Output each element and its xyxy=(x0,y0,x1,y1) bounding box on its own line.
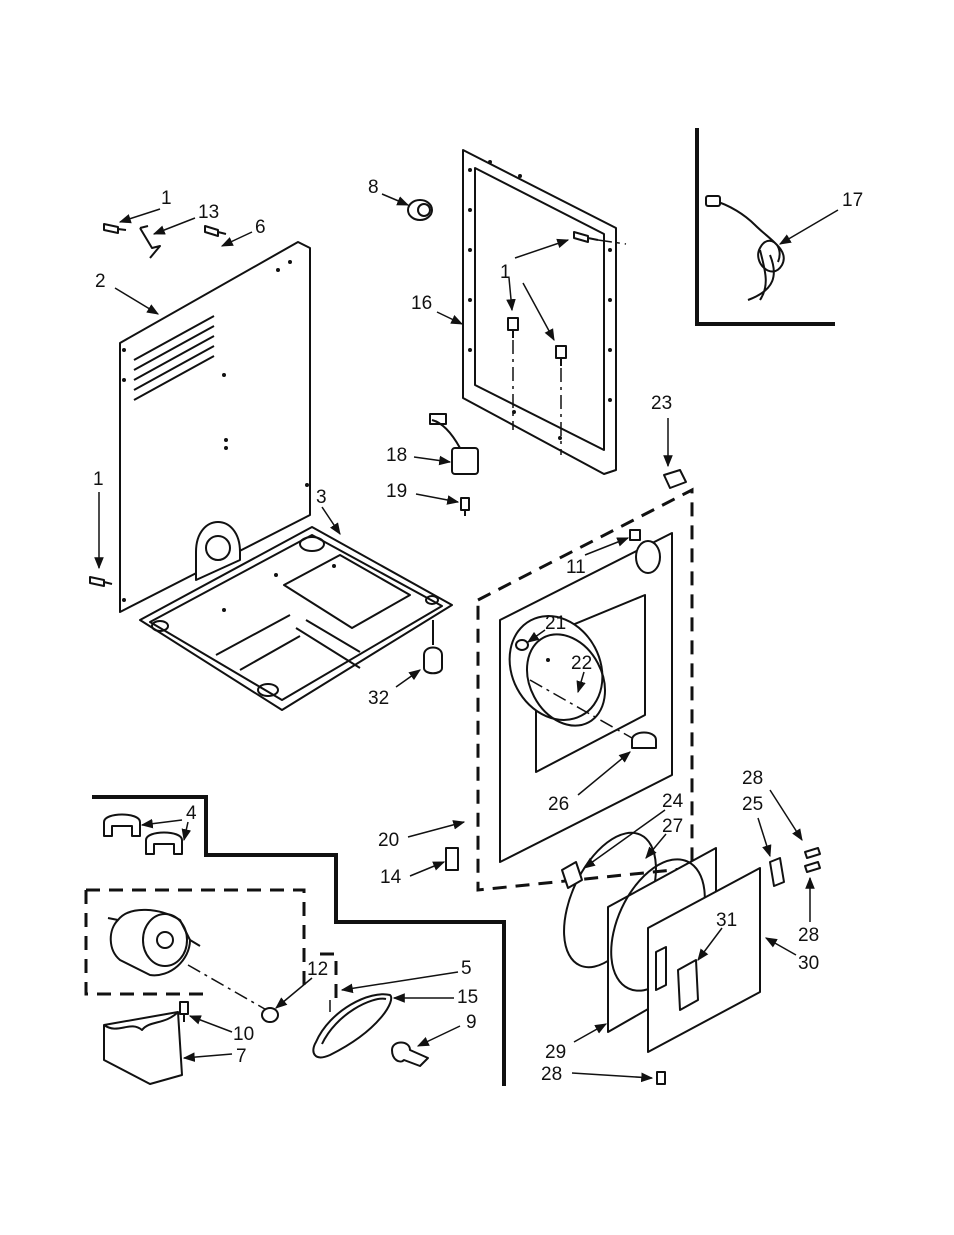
motor-clamps-4 xyxy=(104,815,182,855)
callout-14: 14 xyxy=(380,867,402,888)
leveling-leg-32 xyxy=(424,620,442,673)
clip-14 xyxy=(446,848,458,870)
callout-32: 32 xyxy=(368,688,389,709)
knob-8 xyxy=(408,200,432,220)
callout-7: 7 xyxy=(236,1046,247,1067)
callout-26: 26 xyxy=(548,794,569,815)
screw-1-top xyxy=(104,224,126,233)
callout-10: 10 xyxy=(233,1024,254,1045)
callout-4: 4 xyxy=(186,803,197,824)
callout-30: 30 xyxy=(798,953,819,974)
power-cord-inset xyxy=(697,128,835,324)
callout-17: 17 xyxy=(842,190,863,211)
callout-25: 25 xyxy=(742,794,763,815)
motor-mount-7 xyxy=(104,1012,182,1084)
callout-29: 29 xyxy=(545,1042,566,1063)
callout-27: 27 xyxy=(662,816,683,837)
callout-12: 12 xyxy=(307,959,328,980)
hinge-25 xyxy=(770,858,784,886)
callout-15: 15 xyxy=(457,987,478,1008)
callout-21: 21 xyxy=(545,613,566,634)
callout-11: 11 xyxy=(566,557,586,578)
callout-2: 2 xyxy=(95,271,106,292)
front-panel xyxy=(478,490,692,890)
door-switch-18 xyxy=(430,414,478,474)
callout-3: 3 xyxy=(316,487,327,508)
callout-20: 20 xyxy=(378,830,399,851)
callout-22: 22 xyxy=(571,653,592,674)
callout-9: 9 xyxy=(466,1012,477,1033)
callout-16: 16 xyxy=(411,293,432,314)
callout-8: 8 xyxy=(368,177,379,198)
screw-6 xyxy=(205,226,226,236)
callout-6: 6 xyxy=(255,217,266,238)
bracket-13 xyxy=(140,226,160,258)
callout-1b: 1 xyxy=(93,469,104,490)
callout-19: 19 xyxy=(386,481,407,502)
callout-31: 31 xyxy=(716,910,737,931)
callout-28b: 28 xyxy=(798,925,819,946)
screw-19 xyxy=(461,498,469,516)
callout-1a: 1 xyxy=(161,188,172,209)
callout-23: 23 xyxy=(651,393,672,414)
idler-9 xyxy=(392,1043,428,1067)
clip-11 xyxy=(630,530,640,540)
screw-21 xyxy=(516,640,528,650)
callout-28a: 28 xyxy=(742,768,763,789)
callout-18: 18 xyxy=(386,445,407,466)
callout-28c: 28 xyxy=(541,1064,562,1085)
hinge-24 xyxy=(562,862,582,888)
callout-1c: 1 xyxy=(500,262,511,283)
callout-24: 24 xyxy=(662,791,684,812)
callout-5: 5 xyxy=(461,958,472,979)
pulley-12 xyxy=(262,1008,278,1022)
screw-1-left xyxy=(90,577,112,586)
belt-15 xyxy=(313,994,391,1057)
motor xyxy=(108,910,200,975)
screw-10 xyxy=(180,1002,188,1022)
bracket-26 xyxy=(632,733,656,749)
callout-13: 13 xyxy=(198,202,219,223)
lamp-clip-23 xyxy=(664,470,686,488)
power-cord xyxy=(706,196,784,300)
